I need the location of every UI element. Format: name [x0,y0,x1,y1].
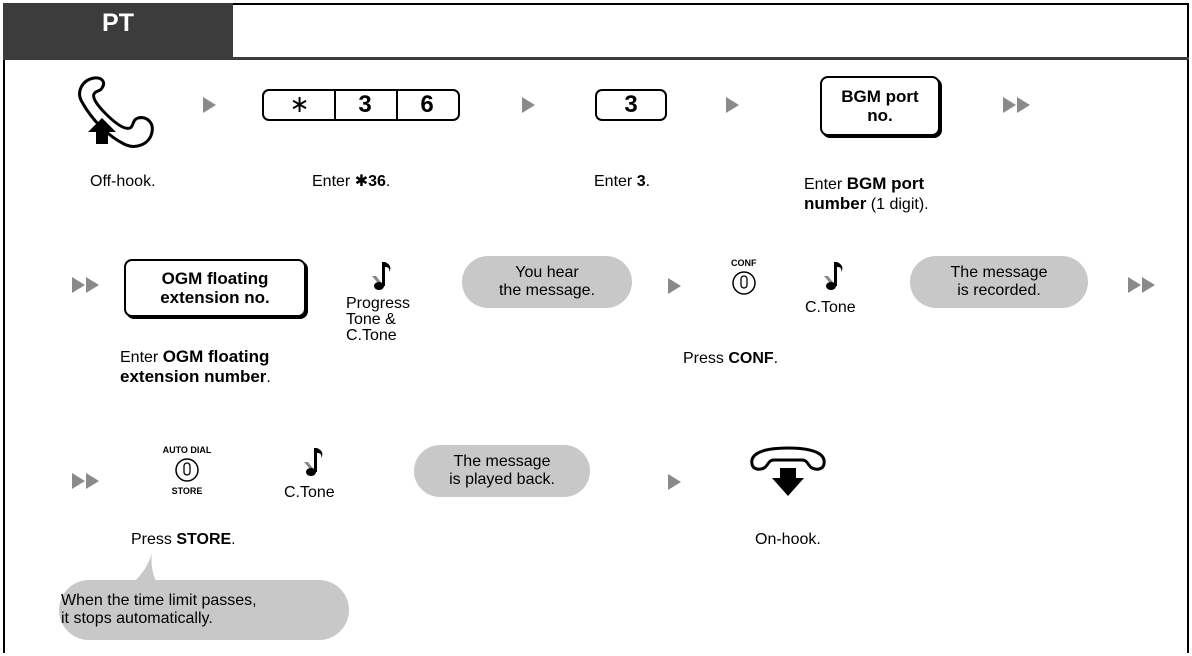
key-3: 3 [358,91,372,118]
c-tone-label: C.Tone [805,299,856,316]
step-arrow [668,474,681,490]
hear-message-bubble: You hear the message. [462,256,632,308]
step-arrow [726,97,739,113]
continue-arrow [1003,97,1033,113]
time-limit-note: When the time limit passes, it stops aut… [59,580,349,640]
key-3-button[interactable]: 3 [595,89,667,121]
keypad-sequence[interactable]: ∗ 3 6 [262,89,460,121]
caption-off-hook: Off-hook. [90,173,156,190]
on-hook-handset-icon [750,446,826,496]
message-recorded-bubble: The message is recorded. [910,256,1088,308]
continue-arrow [1128,277,1158,293]
auto-dial-label: AUTO DIAL [162,445,212,455]
continue-arrow [72,473,102,489]
key-6: 6 [420,91,434,118]
continue-arrow [72,277,102,293]
message-played-back-bubble: The message is played back. [414,445,590,497]
caption-press-conf: Press CONF. [683,350,779,367]
bgm-port-key[interactable]: BGM port no. [820,76,940,136]
header-rule [3,57,1189,60]
tone-note-icon [304,448,323,476]
star-key: ∗ [289,91,310,118]
diagram-frame [3,3,1189,653]
step-arrow [203,97,216,113]
key-divider [396,91,398,119]
auto-dial-store-button-icon[interactable] [174,457,200,483]
step-arrow [522,97,535,113]
caption-enter-36: Enter ✱36. [312,173,391,190]
caption-enter-3: Enter 3. [594,173,651,190]
caption-press-store: Press STORE. [131,531,236,548]
c-tone-label: C.Tone [284,484,335,501]
progress-tone-label: Progress Tone & C.Tone [346,295,411,344]
caption-on-hook: On-hook. [755,531,821,548]
tab-label: PT [102,9,134,37]
off-hook-handset-icon [78,76,154,148]
conf-button-icon[interactable] [731,270,757,296]
conf-label: CONF [731,258,757,268]
ogm-floating-extension-key[interactable]: OGM floating extension no. [124,259,306,317]
step-arrow [668,278,681,294]
tone-note-icon [372,262,391,290]
store-label: STORE [171,486,203,496]
pt-tab: PT [3,3,233,57]
tone-note-icon [824,262,843,290]
key-divider [334,91,336,119]
key-3-label: 3 [624,91,638,118]
